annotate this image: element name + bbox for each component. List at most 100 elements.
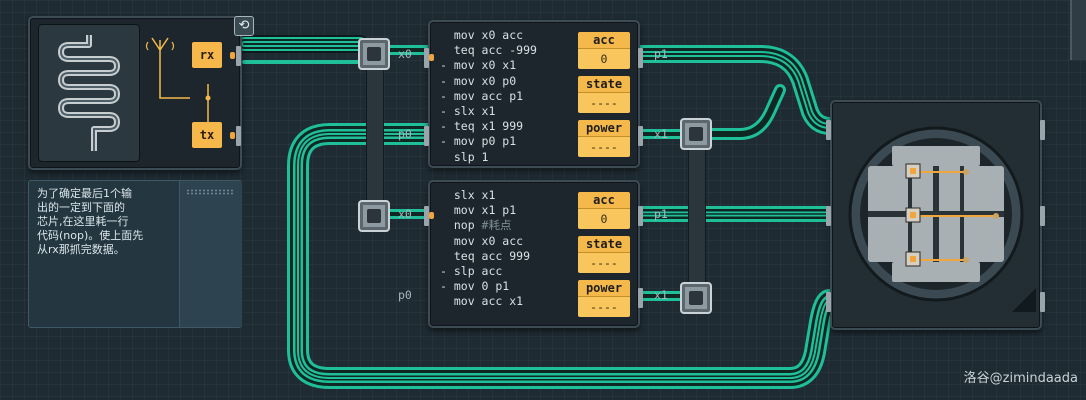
connector-right-bottom[interactable]	[680, 282, 712, 314]
code-line[interactable]: nop #耗点	[440, 218, 512, 233]
mc-top-pin-x0: x0	[398, 47, 412, 61]
code-line[interactable]: slx x1	[440, 188, 496, 202]
mc-bottom-pin-x0: x0	[398, 207, 412, 221]
microcontroller-bottom[interactable]: slx x1 mov x1 p1 nop #耗点 mov x0 acc teq …	[424, 180, 643, 328]
register-value: ----	[578, 296, 630, 317]
output-pads	[905, 163, 999, 267]
mc-bottom-reg-power: power ----	[578, 280, 630, 317]
mc-bottom-code-editor[interactable]: slx x1 mov x1 p1 nop #耗点 mov x0 acc teq …	[440, 188, 580, 310]
output-port-right-bottom[interactable]	[1040, 292, 1045, 312]
mc-top-pin-p1: p1	[654, 47, 668, 61]
code-line[interactable]: mov x0 acc	[440, 28, 524, 42]
mc-top-reg-acc: acc 0	[578, 32, 630, 69]
code-line[interactable]: teq acc 999	[440, 248, 531, 263]
code-line[interactable]: teq acc -999	[440, 43, 537, 58]
tx-port-box: tx	[192, 122, 222, 148]
radio-tx-port[interactable]	[236, 126, 241, 146]
output-port-right-top[interactable]	[1040, 120, 1045, 140]
top-right-panel-edge	[1070, 0, 1086, 60]
mc-top-reg-state: state ----	[578, 76, 630, 113]
register-label: power	[578, 280, 630, 296]
mc-top-code-editor[interactable]: mov x0 acc teq acc -999 - mov x0 x1 - mo…	[440, 28, 580, 165]
code-line[interactable]: mov acc x1	[440, 294, 524, 309]
rx-port-box: rx	[192, 42, 222, 68]
mc-bottom-reg-acc: acc 0	[578, 192, 630, 229]
radio-antenna-pattern	[38, 24, 140, 162]
code-line[interactable]: slp 1	[440, 149, 489, 164]
radio-rx-port[interactable]	[236, 46, 241, 66]
rx-pin-dot	[230, 52, 235, 59]
mc-top-pin-x1: x1	[654, 127, 668, 141]
note-line: 为了确定最后1个输	[37, 187, 132, 200]
cross-grid-icon	[868, 146, 1004, 282]
antenna-icon	[151, 37, 169, 51]
watermark: 洛谷@zimindaada	[963, 371, 1078, 386]
code-line[interactable]: - teq x1 999	[440, 119, 524, 134]
radio-internal-wiring	[145, 37, 211, 132]
serpentine-icon	[58, 35, 120, 151]
mc-top-reg-power: power ----	[578, 120, 630, 157]
code-line[interactable]: mov x1 p1	[440, 203, 517, 218]
register-value: ----	[578, 252, 630, 273]
mc-bottom-pin-x1: x1	[654, 288, 668, 302]
code-line[interactable]: - mov x0 x1	[440, 58, 517, 73]
radio-module[interactable]: rx tx	[28, 16, 242, 170]
connector-right-top[interactable]	[680, 118, 712, 150]
register-value: ----	[578, 136, 630, 157]
mc-bottom-port-x0[interactable]	[424, 206, 429, 226]
register-label: acc	[578, 32, 630, 48]
bridge-left[interactable]	[366, 54, 384, 218]
rotate-button[interactable]: ⟲	[234, 16, 254, 36]
mc-bottom-reg-state: state ----	[578, 236, 630, 273]
register-value: 0	[578, 48, 630, 69]
note-line: 出的一定到下面的	[37, 201, 125, 214]
wire-p0-loop	[287, 123, 841, 389]
note-text[interactable]: 为了确定最后1个输 出的一定到下面的 芯片,在这里耗一行 代码(nop)。使上面…	[37, 187, 179, 257]
output-port-top[interactable]	[826, 120, 831, 140]
connector-left-top[interactable]	[358, 38, 390, 70]
register-label: acc	[578, 192, 630, 208]
output-module[interactable]	[826, 100, 1045, 330]
mc-bottom-port-p1[interactable]	[638, 206, 643, 226]
output-port-middle[interactable]	[826, 206, 831, 226]
register-label: state	[578, 236, 630, 252]
output-port-right-middle[interactable]	[1040, 206, 1045, 226]
mc-top-port-p1[interactable]	[638, 48, 643, 68]
mc-top-pin-p0: p0	[398, 127, 412, 141]
tx-pin-dot	[230, 132, 235, 139]
mc-top-port-x0[interactable]	[424, 48, 429, 68]
mc-bottom-port-x1[interactable]	[638, 288, 643, 308]
mc-bottom-pin-p0: p0	[398, 288, 412, 302]
note-line: 芯片,在这里耗一行	[37, 215, 129, 228]
register-value: ----	[578, 92, 630, 113]
register-label: state	[578, 76, 630, 92]
register-label: power	[578, 120, 630, 136]
wire-right-out	[704, 84, 786, 140]
bridge-right[interactable]	[688, 134, 706, 298]
output-port-bottom[interactable]	[826, 292, 831, 312]
mc-bottom-x0-dot	[429, 212, 434, 219]
mc-top-port-p0[interactable]	[424, 126, 429, 146]
connector-left-bottom[interactable]	[358, 200, 390, 232]
mc-top-port-x1[interactable]	[638, 126, 643, 146]
code-line[interactable]: - mov 0 p1	[440, 279, 510, 294]
note-grip[interactable]	[179, 181, 242, 327]
code-comment: #耗点	[481, 218, 512, 233]
note-panel[interactable]: 为了确定最后1个输 出的一定到下面的 芯片,在这里耗一行 代码(nop)。使上面…	[28, 180, 242, 328]
output-display	[848, 126, 1036, 312]
code-line[interactable]: - mov p0 p1	[440, 134, 517, 149]
note-line: 代码(nop)。使上面先	[37, 229, 144, 242]
grip-dots-icon	[186, 189, 234, 195]
register-value: 0	[578, 208, 630, 229]
code-line[interactable]: - mov acc p1	[440, 88, 524, 103]
note-line: 从rx那抓完数据。	[37, 243, 125, 256]
code-line[interactable]: - mov x0 p0	[440, 73, 517, 88]
wire-top-p1	[631, 45, 839, 135]
code-line[interactable]: - slp acc	[440, 263, 503, 278]
code-line[interactable]: - slx x1	[440, 103, 496, 118]
microcontroller-top[interactable]: mov x0 acc teq acc -999 - mov x0 x1 - mo…	[424, 20, 643, 168]
code-line[interactable]: mov x0 acc	[440, 233, 524, 248]
mc-top-x0-dot	[429, 54, 434, 61]
mc-bottom-pin-p1: p1	[654, 207, 668, 221]
